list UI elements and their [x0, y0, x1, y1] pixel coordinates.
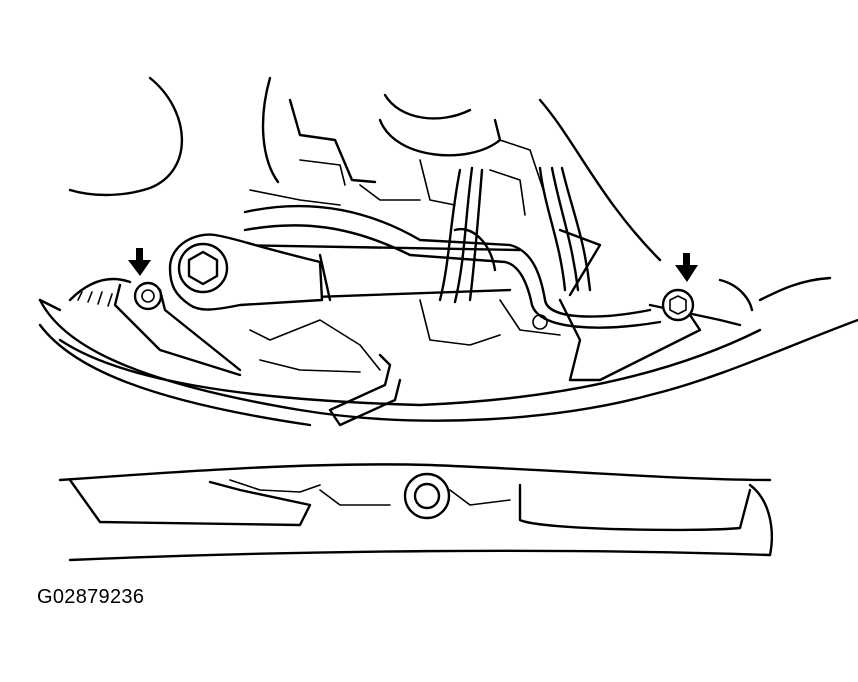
cable-clamp-left	[438, 166, 497, 304]
arrow-down-icon	[675, 253, 698, 282]
hex-bolt-head	[187, 250, 219, 286]
housing-curve-right-2	[538, 98, 662, 262]
left-edge-line	[38, 298, 62, 312]
oil-pan-frame	[58, 463, 773, 562]
transmission-lower-details	[249, 298, 582, 427]
housing-circle	[68, 76, 184, 197]
cable-clamp-right	[538, 166, 602, 297]
left-mount-bracket	[68, 277, 242, 377]
figure-code-label: G02879236	[37, 586, 145, 608]
drain-plug	[403, 472, 451, 520]
right-mount-bolt	[661, 288, 695, 322]
housing-curve-right	[261, 76, 280, 184]
right-mount-bracket	[568, 278, 754, 382]
engine-block-details	[249, 93, 546, 216]
left-mount-bolt	[133, 281, 163, 311]
arrow-down-icon	[128, 248, 151, 276]
control-cable-tube	[243, 204, 662, 329]
crossmember-sweep	[38, 276, 858, 427]
shift-lever	[168, 233, 324, 311]
